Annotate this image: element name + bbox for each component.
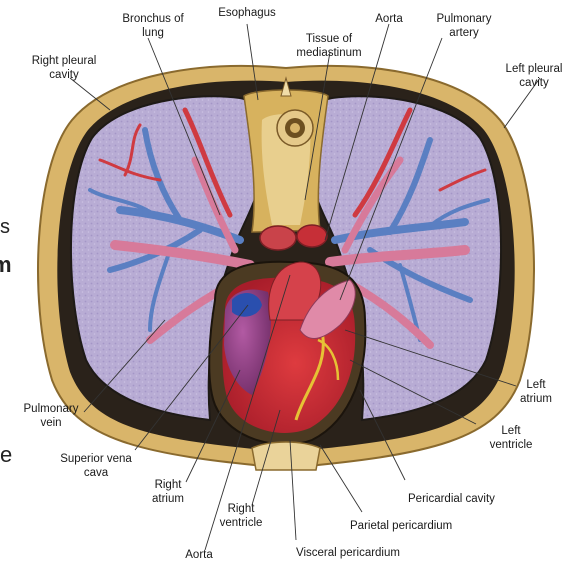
label-parietal-pericardium: Parietal pericardium: [350, 519, 452, 533]
edge-fragment-m: m: [0, 252, 12, 278]
edge-fragment-e: e: [0, 442, 12, 468]
label-aorta-top: Aorta: [366, 12, 412, 26]
label-aorta-bottom: Aorta: [178, 548, 220, 562]
label-visceral-pericardium: Visceral pericardium: [296, 546, 400, 560]
mediastinum: [244, 90, 328, 232]
sternum: [252, 442, 320, 470]
label-pericardial-cavity: Pericardial cavity: [408, 492, 495, 506]
edge-fragment-s: s: [0, 216, 10, 239]
label-esophagus: Esophagus: [210, 6, 284, 20]
